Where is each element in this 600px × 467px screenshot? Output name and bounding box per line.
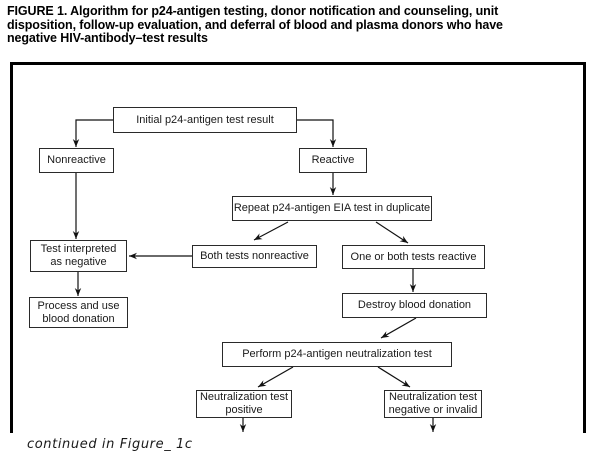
node-process-use-donation: Process and use blood donation: [29, 297, 128, 328]
connector-initial-to-reactive: [297, 119, 337, 147]
figure-frame: [10, 62, 586, 433]
node-label: Destroy blood donation: [357, 299, 472, 311]
connector-perform-to-negative: [377, 366, 411, 388]
node-nonreactive: Nonreactive: [39, 148, 114, 173]
node-label: Neutralization test negative or invalid: [388, 391, 478, 416]
node-destroy-donation: Destroy blood donation: [342, 293, 487, 318]
figure-title-line-3: negative HIV-antibody–test results: [7, 31, 208, 45]
node-label: Neutralization test positive: [199, 391, 289, 416]
figure-title-line-1: FIGURE 1. Algorithm for p24-antigen test…: [7, 4, 499, 18]
node-label: Both tests nonreactive: [200, 250, 309, 262]
node-repeat-eia-duplicate: Repeat p24-antigen EIA test in duplicate: [232, 196, 432, 221]
connector-repeat-to-one-or-both: [375, 221, 409, 244]
node-label: Perform p24-antigen neutralization test: [242, 348, 432, 360]
node-both-tests-nonreactive: Both tests nonreactive: [192, 245, 317, 268]
node-label: One or both tests reactive: [350, 250, 477, 263]
node-label: Repeat p24-antigen EIA test in duplicate: [233, 202, 431, 214]
node-label: Test interpreted as negative: [40, 243, 117, 268]
node-label: Process and use blood donation: [37, 299, 120, 325]
node-neutralization-negative: Neutralization test negative or invalid: [384, 390, 482, 418]
node-label: Initial p24-antigen test result: [136, 113, 274, 126]
continuation-note: continued in Figure_ 1c: [27, 437, 193, 452]
connector-initial-to-nonreactive: [72, 119, 113, 147]
connector-repeat-to-both-nonreactive: [253, 221, 289, 241]
node-one-or-both-reactive: One or both tests reactive: [342, 245, 485, 269]
connector-destroy-to-perform: [380, 317, 417, 339]
node-initial-p24-test-result: Initial p24-antigen test result: [113, 107, 297, 133]
figure-title-line-2: disposition, follow-up evaluation, and d…: [7, 17, 503, 32]
connector-perform-to-positive: [257, 366, 294, 388]
node-test-interpreted-negative: Test interpreted as negative: [30, 240, 127, 272]
node-reactive: Reactive: [299, 148, 367, 173]
node-label: Nonreactive: [47, 154, 106, 166]
node-neutralization-positive: Neutralization test positive: [196, 390, 292, 418]
node-label: Reactive: [311, 154, 355, 166]
node-perform-neutralization: Perform p24-antigen neutralization test: [222, 342, 452, 367]
figure-title: FIGURE 1. Algorithm for p24-antigen test…: [7, 4, 599, 46]
